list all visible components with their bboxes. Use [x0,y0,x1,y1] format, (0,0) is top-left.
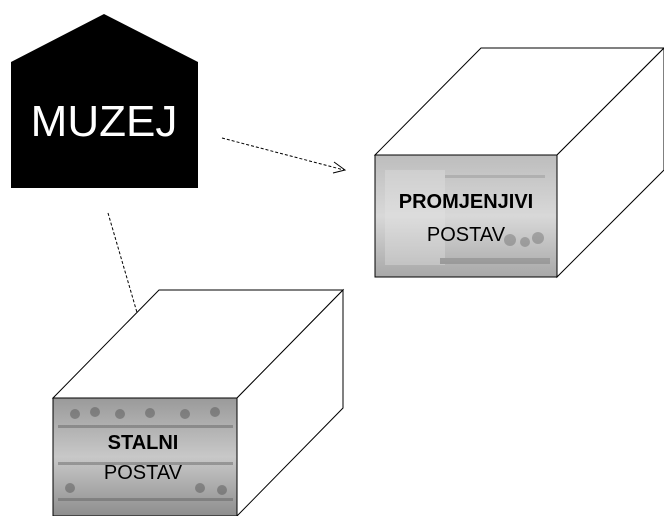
temporary-box-photo [374,154,558,278]
museum-house: MUZEJ [11,14,198,188]
museum-label: MUZEJ [31,97,178,146]
permanent-subtitle: POSTAV [104,462,183,484]
permanent-photo-details [58,407,233,501]
arrow-to-temporary [221,137,347,174]
temporary-subtitle: POSTAV [427,224,506,246]
temporary-photo-details [385,170,550,265]
temporary-title: PROMJENJIVI [399,191,533,213]
permanent-exhibit-box: STALNI POSTAV [51,288,345,516]
museum-house-shape [11,14,198,188]
temporary-exhibit-box: PROMJENJIVI POSTAV [373,47,664,279]
permanent-box-photo [52,397,238,516]
permanent-title: STALNI [108,432,179,454]
